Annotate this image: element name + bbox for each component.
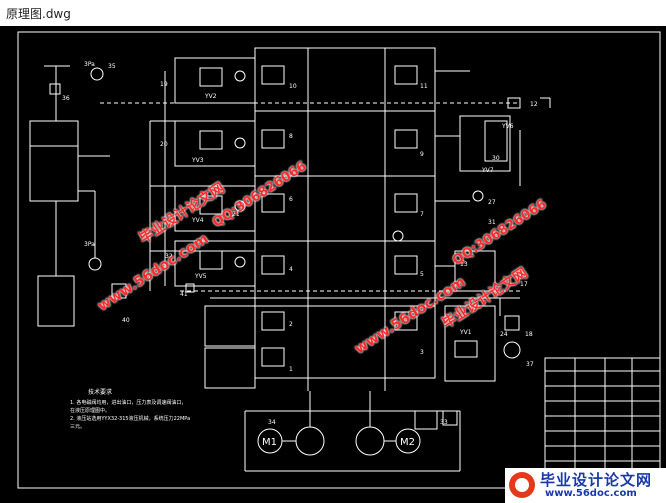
label-37: 37 bbox=[526, 361, 534, 368]
label-8: 8 bbox=[289, 133, 293, 140]
notes-line-4: 三元。 bbox=[70, 424, 85, 430]
notes-line-2: 在液压原理图中。 bbox=[70, 407, 110, 414]
label-11: 11 bbox=[420, 83, 428, 90]
label-6: 6 bbox=[289, 196, 293, 203]
label-yv1: YV1 bbox=[459, 329, 472, 336]
pump-1 bbox=[295, 426, 325, 456]
label-35: 35 bbox=[108, 63, 116, 70]
label-18: 18 bbox=[525, 331, 533, 338]
window-title: 原理图.dwg bbox=[6, 7, 71, 21]
label-3pa-bottom: 3Pa bbox=[84, 241, 95, 248]
notes-line-3: 2. 液压站选用YYX32-315液压机械，系统压力22MPa bbox=[70, 415, 190, 422]
valve-yv1 bbox=[444, 305, 496, 382]
label-31: 31 bbox=[488, 219, 496, 226]
label-yv6: YV6 bbox=[501, 123, 514, 130]
label-yv3: YV3 bbox=[191, 157, 204, 164]
label-30: 30 bbox=[492, 155, 500, 162]
label-5: 5 bbox=[420, 271, 424, 278]
label-4: 4 bbox=[289, 266, 293, 273]
label-13: 13 bbox=[460, 261, 468, 268]
label-yv4: YV4 bbox=[191, 217, 204, 224]
label-34: 34 bbox=[268, 419, 276, 426]
label-21: 21 bbox=[232, 211, 240, 218]
label-1: 1 bbox=[289, 366, 293, 373]
drawing-border bbox=[17, 31, 661, 489]
cylinder-upper bbox=[29, 120, 79, 202]
label-17: 17 bbox=[520, 281, 528, 288]
cad-drawing-canvas[interactable]: 35 36 3Pa 3Pa 10 11 12 13 19 20 21 9 8 7… bbox=[0, 26, 666, 503]
brand-name: 毕业设计论文网 bbox=[540, 471, 653, 489]
notes-title: 技术要求 bbox=[88, 388, 112, 396]
label-3pa-top: 3Pa bbox=[84, 61, 95, 68]
label-10: 10 bbox=[289, 83, 297, 90]
label-12: 12 bbox=[530, 101, 538, 108]
manifold-block bbox=[254, 47, 436, 379]
cylinder-lower bbox=[37, 275, 75, 327]
notes-line-1: 1. 各电磁阀均用，进出油口，压力表及调速阀油口， bbox=[70, 399, 186, 406]
label-7: 7 bbox=[420, 211, 424, 218]
label-3: 3 bbox=[420, 349, 424, 356]
label-36: 36 bbox=[62, 95, 70, 102]
label-19: 19 bbox=[160, 81, 168, 88]
label-m1: M1 bbox=[262, 437, 277, 448]
label-33: 33 bbox=[440, 419, 448, 426]
pump-2 bbox=[355, 426, 385, 456]
label-yv2: YV2 bbox=[204, 93, 217, 100]
label-yv7: YV7 bbox=[481, 167, 494, 174]
brand-url: www.56doc.com bbox=[545, 488, 637, 499]
brand-logo-box: 毕业设计论文网 www.56doc.com bbox=[505, 468, 666, 503]
label-m2: M2 bbox=[400, 437, 415, 448]
window-titlebar: 原理图.dwg bbox=[0, 0, 666, 26]
label-yv5: YV5 bbox=[194, 273, 207, 280]
label-32: 32 bbox=[165, 253, 173, 260]
label-20: 20 bbox=[160, 141, 168, 148]
label-9: 9 bbox=[420, 151, 424, 158]
label-40: 40 bbox=[122, 317, 130, 324]
label-2: 2 bbox=[289, 321, 293, 328]
hydraulic-schematic: 35 36 3Pa 3Pa 10 11 12 13 19 20 21 9 8 7… bbox=[17, 31, 661, 489]
label-41: 41 bbox=[180, 291, 188, 298]
label-24: 24 bbox=[500, 331, 508, 338]
label-27: 27 bbox=[488, 199, 496, 206]
